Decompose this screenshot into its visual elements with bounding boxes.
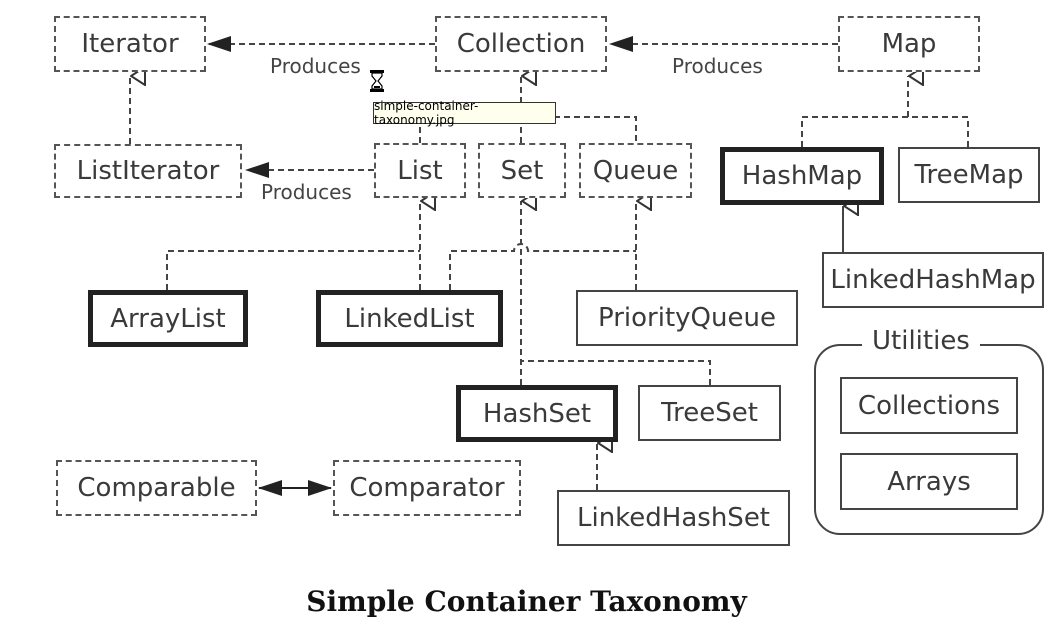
array-list-box: ArrayList xyxy=(88,290,248,347)
diagram-caption: Simple Container Taxonomy xyxy=(306,585,747,618)
hourglass-icon xyxy=(370,70,384,92)
linked-hash-map-box: LinkedHashMap xyxy=(822,252,1044,308)
comparable-box: Comparable xyxy=(56,460,257,516)
iterator-box: Iterator xyxy=(54,16,206,72)
inherit-maps-map xyxy=(801,76,969,147)
list-box: List xyxy=(374,143,466,198)
queue-box: Queue xyxy=(579,143,692,198)
hash-map-box: HashMap xyxy=(720,147,884,205)
tree-set-box: TreeSet xyxy=(638,385,781,441)
list-iterator-box: ListIterator xyxy=(54,144,242,198)
set-box: Set xyxy=(478,143,566,198)
inherit-queues-queue xyxy=(449,201,636,290)
comparator-box: Comparator xyxy=(333,460,521,516)
utilities-title: Utilities xyxy=(862,326,980,356)
produces-label-iterator: Produces xyxy=(270,54,361,78)
map-box: Map xyxy=(838,16,980,72)
linked-list-box: LinkedList xyxy=(316,290,503,347)
image-tooltip: simple-container-taxonomy.jpg xyxy=(373,99,556,127)
priority-queue-box: PriorityQueue xyxy=(576,290,798,346)
arrays-box: Arrays xyxy=(840,453,1018,510)
tree-map-box: TreeMap xyxy=(898,147,1040,203)
collections-box: Collections xyxy=(840,377,1018,434)
inherit-lists-list xyxy=(166,201,420,290)
linked-hash-set-box: LinkedHashSet xyxy=(557,490,790,546)
produces-label-map: Produces xyxy=(672,54,763,78)
hash-set-box: HashSet xyxy=(456,385,618,442)
produces-label-list-iterator: Produces xyxy=(261,180,352,204)
collection-box: Collection xyxy=(435,16,607,72)
inherit-sets-set xyxy=(521,201,711,385)
